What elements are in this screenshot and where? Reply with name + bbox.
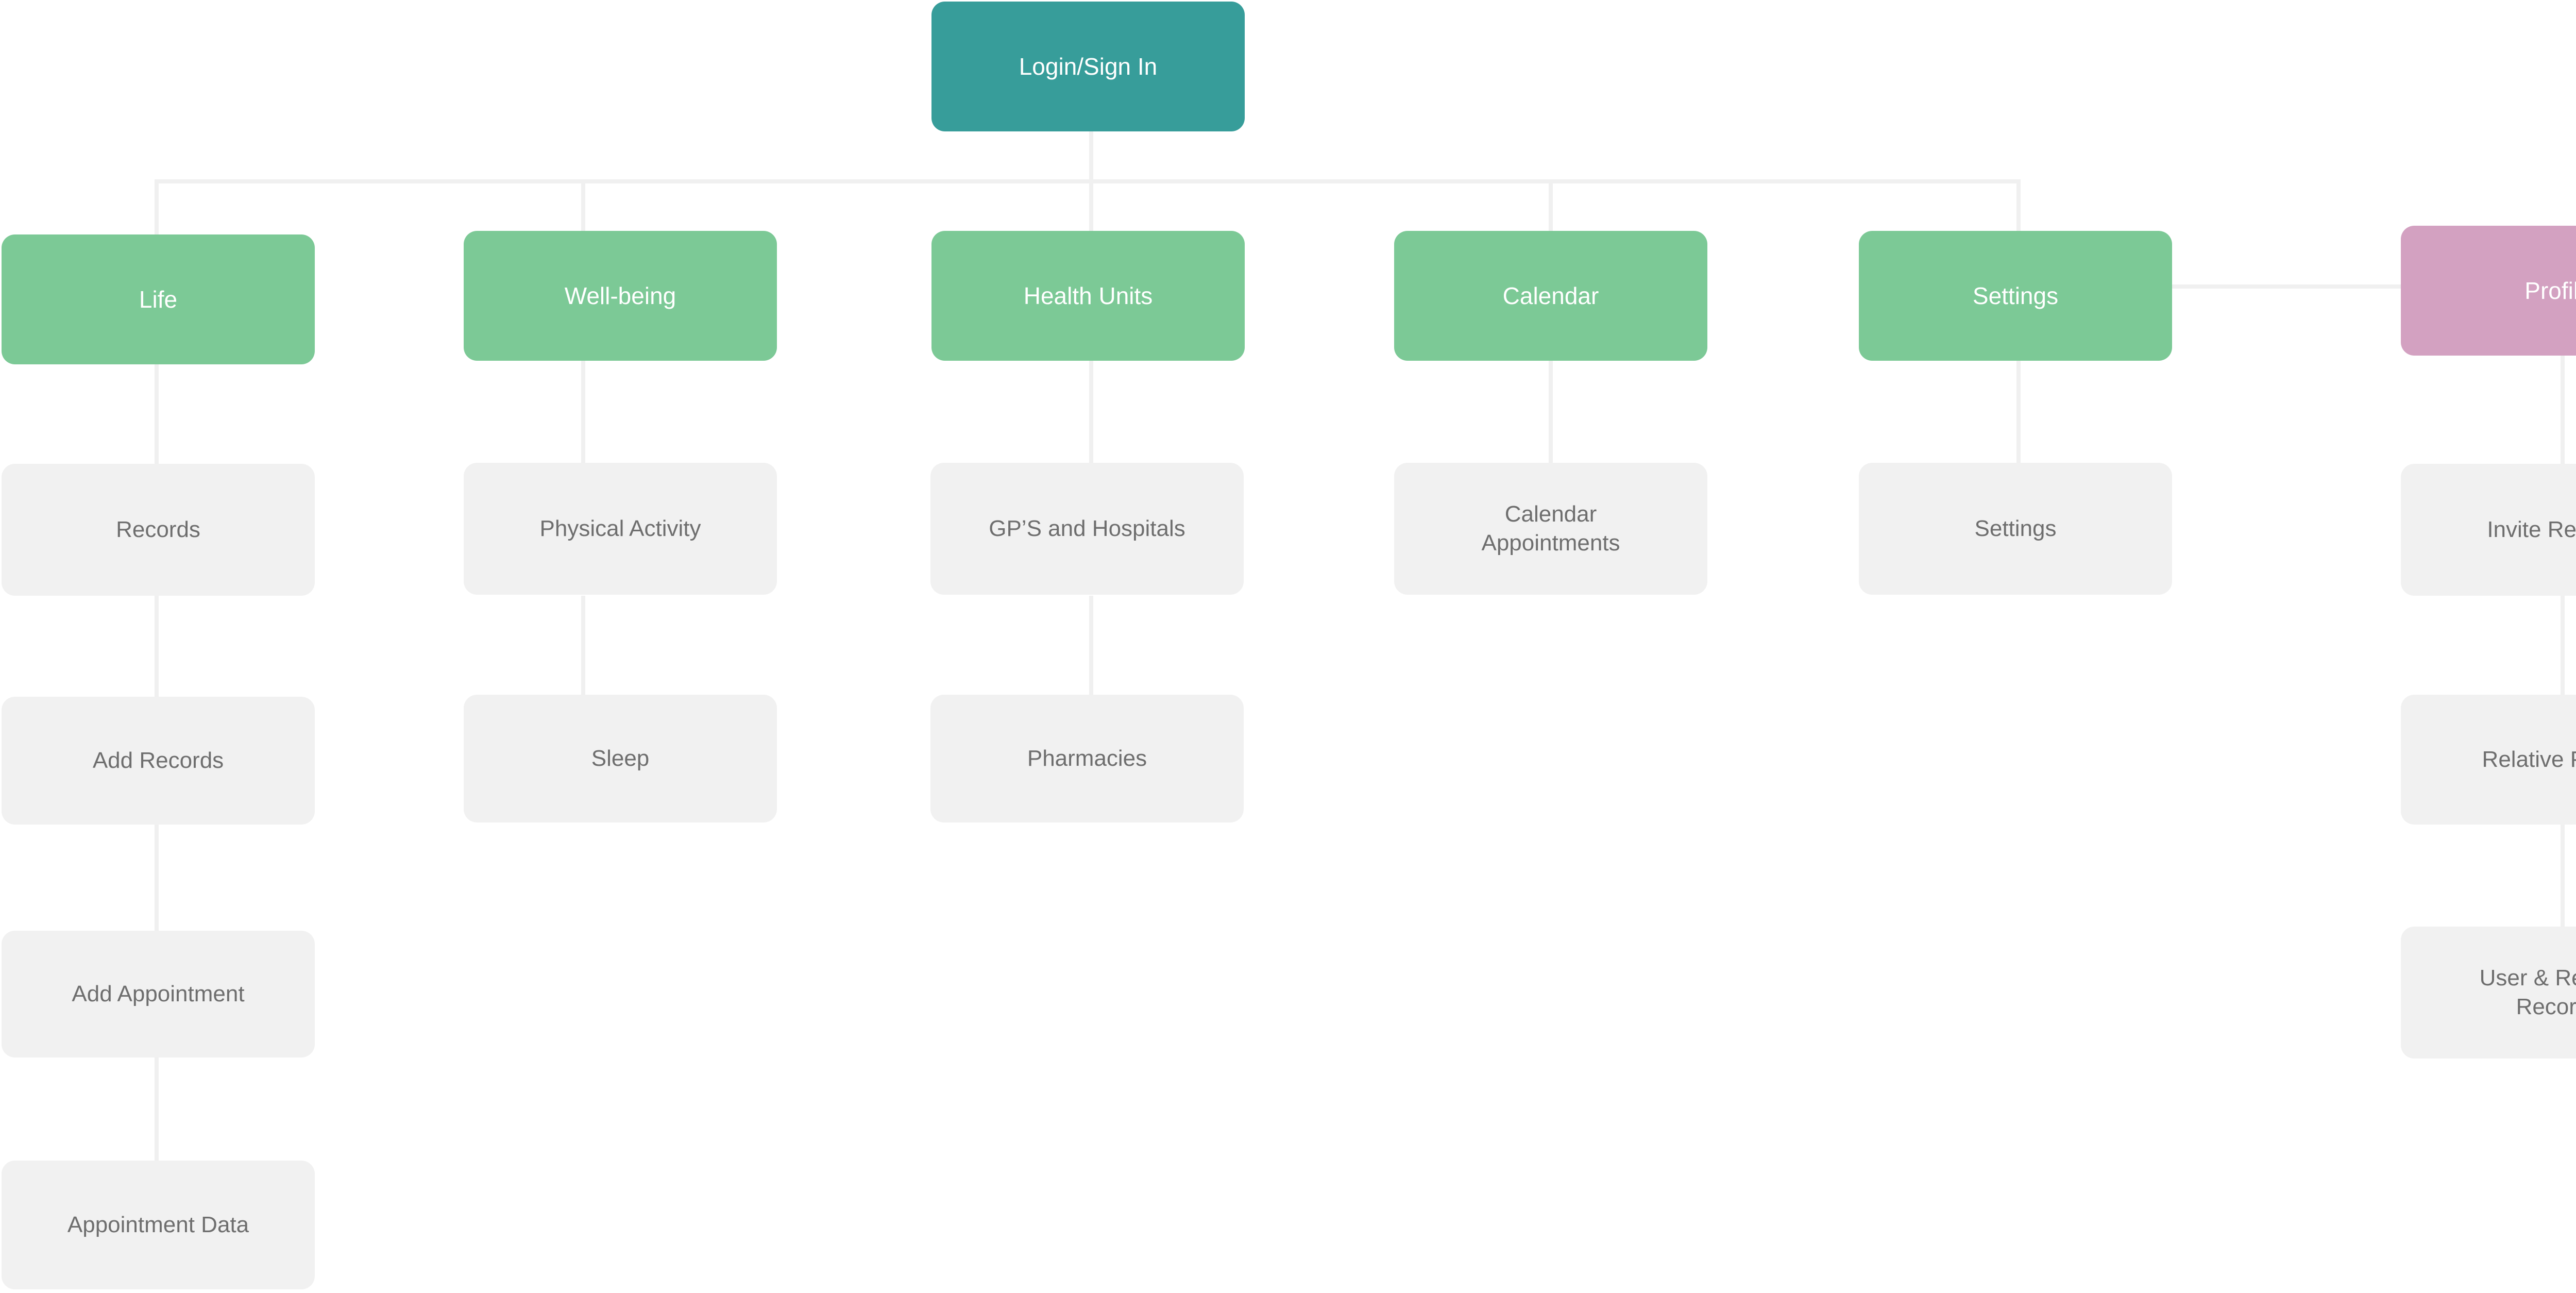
- node-pharmacies-label: Pharmacies: [1027, 745, 1147, 771]
- node-user-relative-records[interactable]: User & Relative Records: [2401, 927, 2576, 1059]
- connector-trunk-to-well-being: [581, 179, 585, 236]
- node-add-records-label: Add Records: [92, 747, 224, 773]
- connector-health-units-to-gps-hospitals: [1089, 361, 1093, 464]
- connector-trunk-to-calendar: [1549, 179, 1553, 236]
- node-calendar[interactable]: Calendar: [1394, 231, 1707, 361]
- connector-add-appointment-to-appointment-data: [155, 1056, 159, 1162]
- connector-calendar-to-calendar-appointments: [1549, 361, 1553, 464]
- node-settings-sub[interactable]: Settings: [1859, 463, 2172, 595]
- node-relative-profile-label: Relative Profile: [2482, 746, 2576, 772]
- node-appointment-data[interactable]: Appointment Data: [2, 1161, 315, 1289]
- node-invite-relative[interactable]: Invite Relative: [2401, 464, 2576, 596]
- connector-settings-to-profile: [2089, 284, 2401, 289]
- node-profile[interactable]: Profile: [2401, 226, 2576, 356]
- connector-settings-to-settings-sub: [2016, 361, 2021, 464]
- node-sleep[interactable]: Sleep: [464, 695, 777, 822]
- connector-add-records-to-add-appointment: [155, 825, 159, 933]
- node-login-sign-in[interactable]: Login/Sign In: [931, 2, 1245, 131]
- connector-profile-to-invite-relative: [2561, 356, 2565, 465]
- node-pharmacies[interactable]: Pharmacies: [930, 695, 1244, 822]
- node-gps-and-hospitals[interactable]: GP’S and Hospitals: [930, 463, 1244, 595]
- node-login-sign-in-label: Login/Sign In: [1019, 53, 1158, 80]
- node-settings-sub-label: Settings: [1974, 515, 2057, 541]
- connector-physical-activity-to-sleep: [581, 596, 585, 697]
- connector-trunk-to-settings: [2016, 179, 2021, 236]
- node-profile-label: Profile: [2524, 277, 2576, 304]
- node-calendar-appointments[interactable]: Calendar Appointments: [1394, 463, 1707, 595]
- connector-life-to-records: [155, 361, 159, 464]
- connector-trunk-to-health-units: [1089, 179, 1093, 236]
- node-gps-and-hospitals-label: GP’S and Hospitals: [989, 515, 1185, 541]
- node-life[interactable]: Life: [2, 234, 315, 364]
- node-health-units[interactable]: Health Units: [931, 231, 1245, 361]
- node-calendar-appointments-label: Calendar Appointments: [1481, 501, 1620, 556]
- node-add-records[interactable]: Add Records: [2, 697, 315, 825]
- node-physical-activity-label: Physical Activity: [539, 515, 701, 541]
- node-user-relative-records-label: User & Relative Records: [2479, 965, 2576, 1019]
- node-life-label: Life: [139, 286, 178, 313]
- connector-trunk: [155, 179, 2021, 183]
- connector-well-being-to-physical-activity: [581, 361, 585, 464]
- node-relative-profile[interactable]: Relative Profile: [2401, 695, 2576, 825]
- connector-trunk-to-life: [155, 179, 159, 236]
- node-appointment-data-label: Appointment Data: [67, 1212, 249, 1237]
- node-invite-relative-label: Invite Relative: [2487, 516, 2576, 542]
- node-sleep-label: Sleep: [591, 745, 650, 771]
- node-settings-label: Settings: [1972, 282, 2059, 309]
- node-settings[interactable]: Settings: [1859, 231, 2172, 361]
- node-add-appointment[interactable]: Add Appointment: [2, 931, 315, 1057]
- connector-invite-relative-to-relative-profile: [2561, 596, 2565, 697]
- node-records-label: Records: [116, 516, 200, 542]
- connector-root-stem: [1089, 131, 1093, 183]
- node-calendar-label: Calendar: [1502, 282, 1599, 309]
- node-well-being-label: Well-being: [564, 282, 676, 309]
- connector-relative-profile-to-user-relative-records: [2561, 824, 2565, 929]
- node-physical-activity[interactable]: Physical Activity: [464, 463, 777, 595]
- node-add-appointment-label: Add Appointment: [72, 981, 245, 1006]
- node-well-being[interactable]: Well-being: [464, 231, 777, 361]
- node-records[interactable]: Records: [2, 464, 315, 596]
- node-health-units-label: Health Units: [1023, 282, 1153, 309]
- connector-gps-hospitals-to-pharmacies: [1089, 596, 1093, 697]
- connector-records-to-add-records: [155, 596, 159, 699]
